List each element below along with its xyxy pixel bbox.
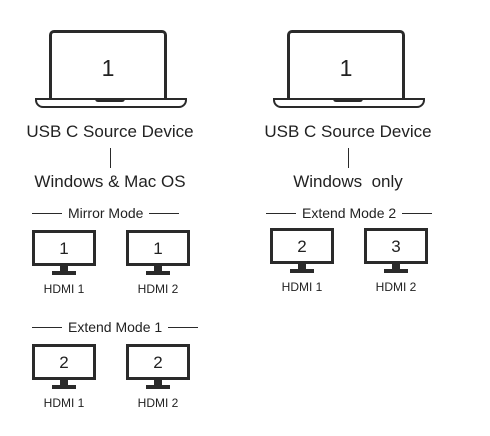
right-connector-line — [348, 148, 349, 168]
extend1-monitor-2-icon: 2 — [126, 344, 190, 394]
monitor-foot — [52, 385, 76, 389]
extend-mode-2-title: Extend Mode 2 — [302, 205, 397, 221]
header-dash-right — [168, 326, 199, 328]
monitor-foot — [146, 385, 170, 389]
mirror-hdmi-1-label: HDMI 1 — [43, 282, 85, 296]
monitor-number: 2 — [59, 353, 69, 372]
right-source-label: USB C Source Device — [264, 122, 432, 141]
header-dash-left — [32, 326, 62, 328]
mirror-monitor-2-icon: 1 — [126, 230, 190, 280]
monitor-screen: 1 — [126, 230, 190, 266]
header-dash-left — [32, 212, 62, 214]
laptop-screen-number: 1 — [339, 55, 353, 81]
left-connector-line — [110, 148, 111, 168]
monitor-number: 2 — [153, 353, 163, 372]
monitor-neck — [154, 380, 162, 385]
monitor-number: 1 — [153, 239, 163, 258]
extend-mode-1-title: Extend Mode 1 — [68, 319, 163, 335]
right-os-label: Windows only — [293, 172, 403, 191]
monitor-foot — [290, 269, 314, 273]
laptop-screen-number: 1 — [101, 55, 115, 81]
extend2-monitor-2-icon: 3 — [364, 228, 428, 278]
monitor-screen: 2 — [126, 344, 190, 380]
monitor-screen: 3 — [364, 228, 428, 264]
extend1-hdmi-2-label: HDMI 2 — [137, 396, 179, 410]
laptop-notch — [95, 98, 125, 102]
header-dash-right — [149, 212, 180, 214]
header-dash-left — [266, 212, 296, 214]
monitor-number: 3 — [391, 237, 401, 256]
monitor-screen: 1 — [32, 230, 96, 266]
monitor-foot — [146, 271, 170, 275]
mirror-hdmi-2-label: HDMI 2 — [137, 282, 179, 296]
left-laptop-icon: 1 — [35, 30, 187, 110]
right-laptop-icon: 1 — [273, 30, 425, 110]
monitor-foot — [384, 269, 408, 273]
laptop-notch — [333, 98, 363, 102]
monitor-screen: 2 — [270, 228, 334, 264]
monitor-neck — [60, 266, 68, 271]
mirror-monitor-1-icon: 1 — [32, 230, 96, 280]
laptop-screen: 1 — [287, 30, 405, 98]
extend-mode-2-header: Extend Mode 2 — [266, 203, 433, 223]
left-source-label: USB C Source Device — [26, 122, 194, 141]
extend1-monitor-1-icon: 2 — [32, 344, 96, 394]
mirror-mode-title: Mirror Mode — [68, 205, 144, 221]
monitor-neck — [154, 266, 162, 271]
extend1-hdmi-1-label: HDMI 1 — [43, 396, 85, 410]
header-dash-right — [402, 212, 433, 214]
monitor-foot — [52, 271, 76, 275]
monitor-neck — [60, 380, 68, 385]
monitor-screen: 2 — [32, 344, 96, 380]
monitor-neck — [392, 264, 400, 269]
left-os-label: Windows & Mac OS — [34, 172, 186, 191]
extend-mode-1-header: Extend Mode 1 — [32, 317, 199, 337]
laptop-screen: 1 — [49, 30, 167, 98]
monitor-neck — [298, 264, 306, 269]
monitor-number: 2 — [297, 237, 307, 256]
monitor-number: 1 — [59, 239, 69, 258]
extend2-hdmi-1-label: HDMI 1 — [281, 280, 323, 294]
extend2-hdmi-2-label: HDMI 2 — [375, 280, 417, 294]
extend2-monitor-1-icon: 2 — [270, 228, 334, 278]
mirror-mode-header: Mirror Mode — [32, 203, 180, 223]
